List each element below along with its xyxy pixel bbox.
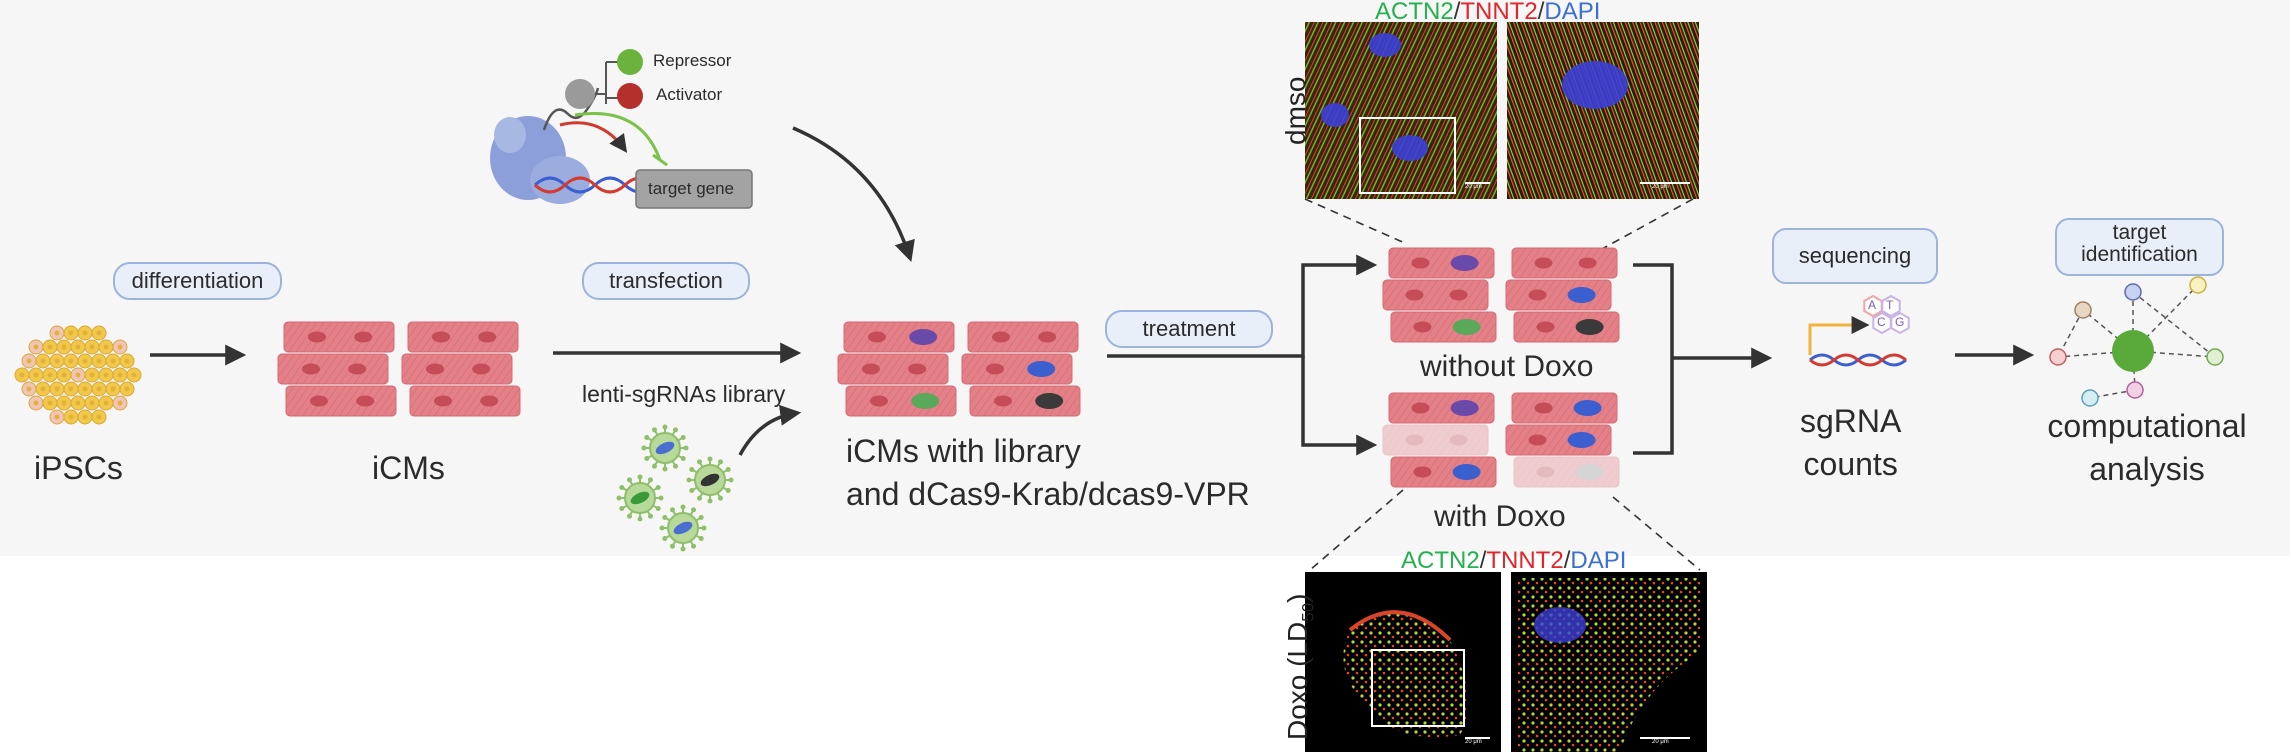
nucleotide-hexagons-icon <box>1863 294 1910 335</box>
repressor-label: Repressor <box>653 51 732 70</box>
transfection-pill: transfection <box>582 262 750 300</box>
ipsc-colony-icon <box>14 325 142 425</box>
target-gene-label: target gene <box>648 179 735 198</box>
target-identification-pill: target identification <box>2055 218 2224 276</box>
with-doxo-label: with Doxo <box>1434 500 1566 533</box>
nucleotide-letter: T <box>1886 298 1894 312</box>
scale-bar-label: 20 μm <box>1465 739 1482 745</box>
lenti-library-label: lenti-sgRNAs library <box>582 381 786 407</box>
icms-label: iCMs <box>372 450 445 486</box>
zoom-line <box>1304 198 1408 245</box>
stain-title-bottom: ACTN2/TNNT2/DAPI <box>1401 547 1627 574</box>
nucleotide-letter: C <box>1877 315 1886 329</box>
stain-title-top: ACTN2/TNNT2/DAPI <box>1375 0 1601 25</box>
scale-bar-label: 20 μm <box>1652 184 1669 190</box>
differentiation-pill: differentiation <box>113 262 282 300</box>
zoom-line <box>1309 489 1404 571</box>
sequencing-dna-icon <box>1808 316 1907 367</box>
arrow-treatment-split-lower <box>1301 356 1378 456</box>
cardiomyocyte-sheets <box>277 247 1620 488</box>
microscopy-doxo-zoom-panel <box>1511 572 1707 752</box>
dmso-label: dmso <box>1280 76 1311 145</box>
treatment-pill: treatment <box>1105 310 1273 348</box>
doxo-ld50-label: Doxo (LD50) <box>1282 593 1318 740</box>
zoom-line <box>1612 496 1701 571</box>
without-doxo-label: without Doxo <box>1420 350 1594 383</box>
ipscs-label: iPSCs <box>34 450 123 486</box>
crispr-schematic-icon <box>490 49 753 209</box>
sgrna-counts-label: sgRNA counts <box>1800 403 1902 482</box>
microscopy-dmso-panel <box>1305 22 1497 199</box>
arrow-virus <box>738 404 802 456</box>
arrow-crispr-to-library <box>792 126 915 262</box>
icms-with-library-label: iCMs with library and dCas9-Krab/dcas9-V… <box>846 433 1250 512</box>
bracket-merge <box>1633 263 1674 455</box>
microscopy-dmso-zoom-panel <box>1507 22 1699 199</box>
microscopy-doxo-panel <box>1305 572 1501 752</box>
lentivirus-particles-icon <box>616 424 734 552</box>
zoom-line <box>1599 198 1694 251</box>
scale-bar-label: 20 μm <box>1652 739 1669 745</box>
nucleotide-letter: A <box>1868 298 1877 312</box>
nucleotide-letter: G <box>1895 315 1905 329</box>
arrow-treatment-split <box>1107 254 1378 358</box>
computational-analysis-label: computational analysis <box>2047 408 2247 487</box>
activator-label: Activator <box>656 85 723 104</box>
scale-bar-label: 20 μm <box>1465 184 1482 190</box>
network-graph-icon <box>2049 276 2224 407</box>
sequencing-pill: sequencing <box>1772 228 1938 284</box>
